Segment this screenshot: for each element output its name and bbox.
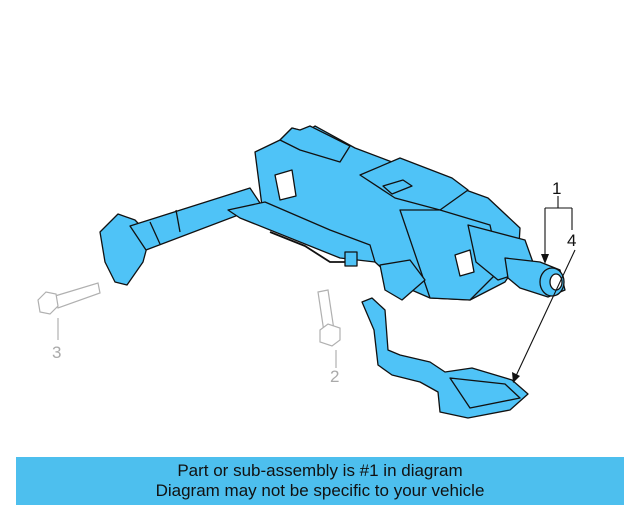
info-banner: Part or sub-assembly is #1 in diagram Di…	[16, 457, 624, 505]
parts-diagram: 1 4 3 2	[37, 125, 576, 419]
wire-harness	[269, 231, 350, 263]
callout-3: 3	[52, 343, 61, 362]
upper-mount-bracket	[279, 125, 351, 163]
lower-shroud-bracket	[361, 297, 529, 419]
callout-4: 4	[567, 231, 576, 250]
callout-2: 2	[330, 367, 339, 386]
tilt-lever-housing	[359, 157, 469, 211]
mounting-plate	[227, 201, 376, 263]
steering-column-assembly	[99, 125, 566, 301]
callout-1: 1	[552, 179, 561, 198]
bolt-3	[37, 282, 101, 340]
leader-lines	[514, 196, 576, 379]
bolt-2	[317, 289, 341, 368]
banner-line-1: Part or sub-assembly is #1 in diagram	[177, 461, 463, 480]
banner-line-2: Diagram may not be specific to your vehi…	[155, 481, 485, 500]
